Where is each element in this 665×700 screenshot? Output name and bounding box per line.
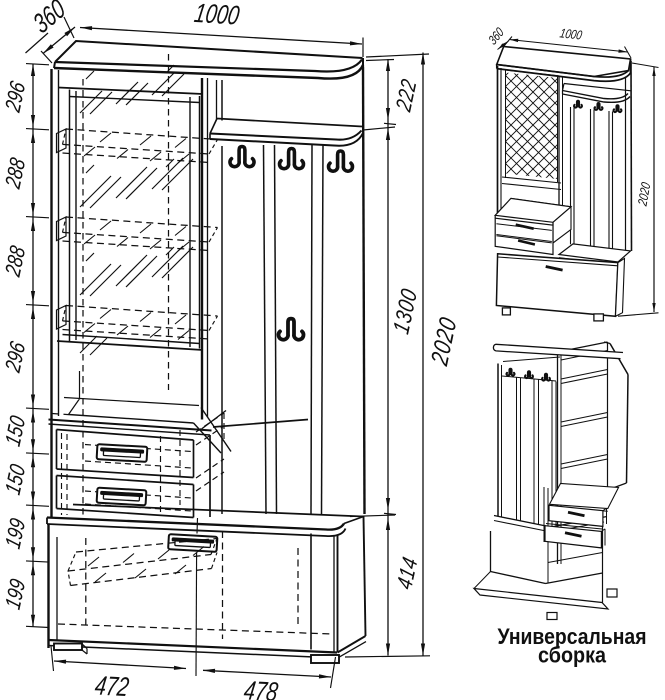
svg-text:478: 478 [242, 676, 281, 700]
svg-text:1000: 1000 [192, 0, 242, 31]
svg-text:1000: 1000 [558, 27, 583, 43]
svg-text:Универсальная: Универсальная [498, 624, 647, 649]
svg-text:сборка: сборка [538, 642, 606, 667]
svg-text:472: 472 [93, 671, 131, 700]
svg-text:2020: 2020 [635, 180, 654, 208]
